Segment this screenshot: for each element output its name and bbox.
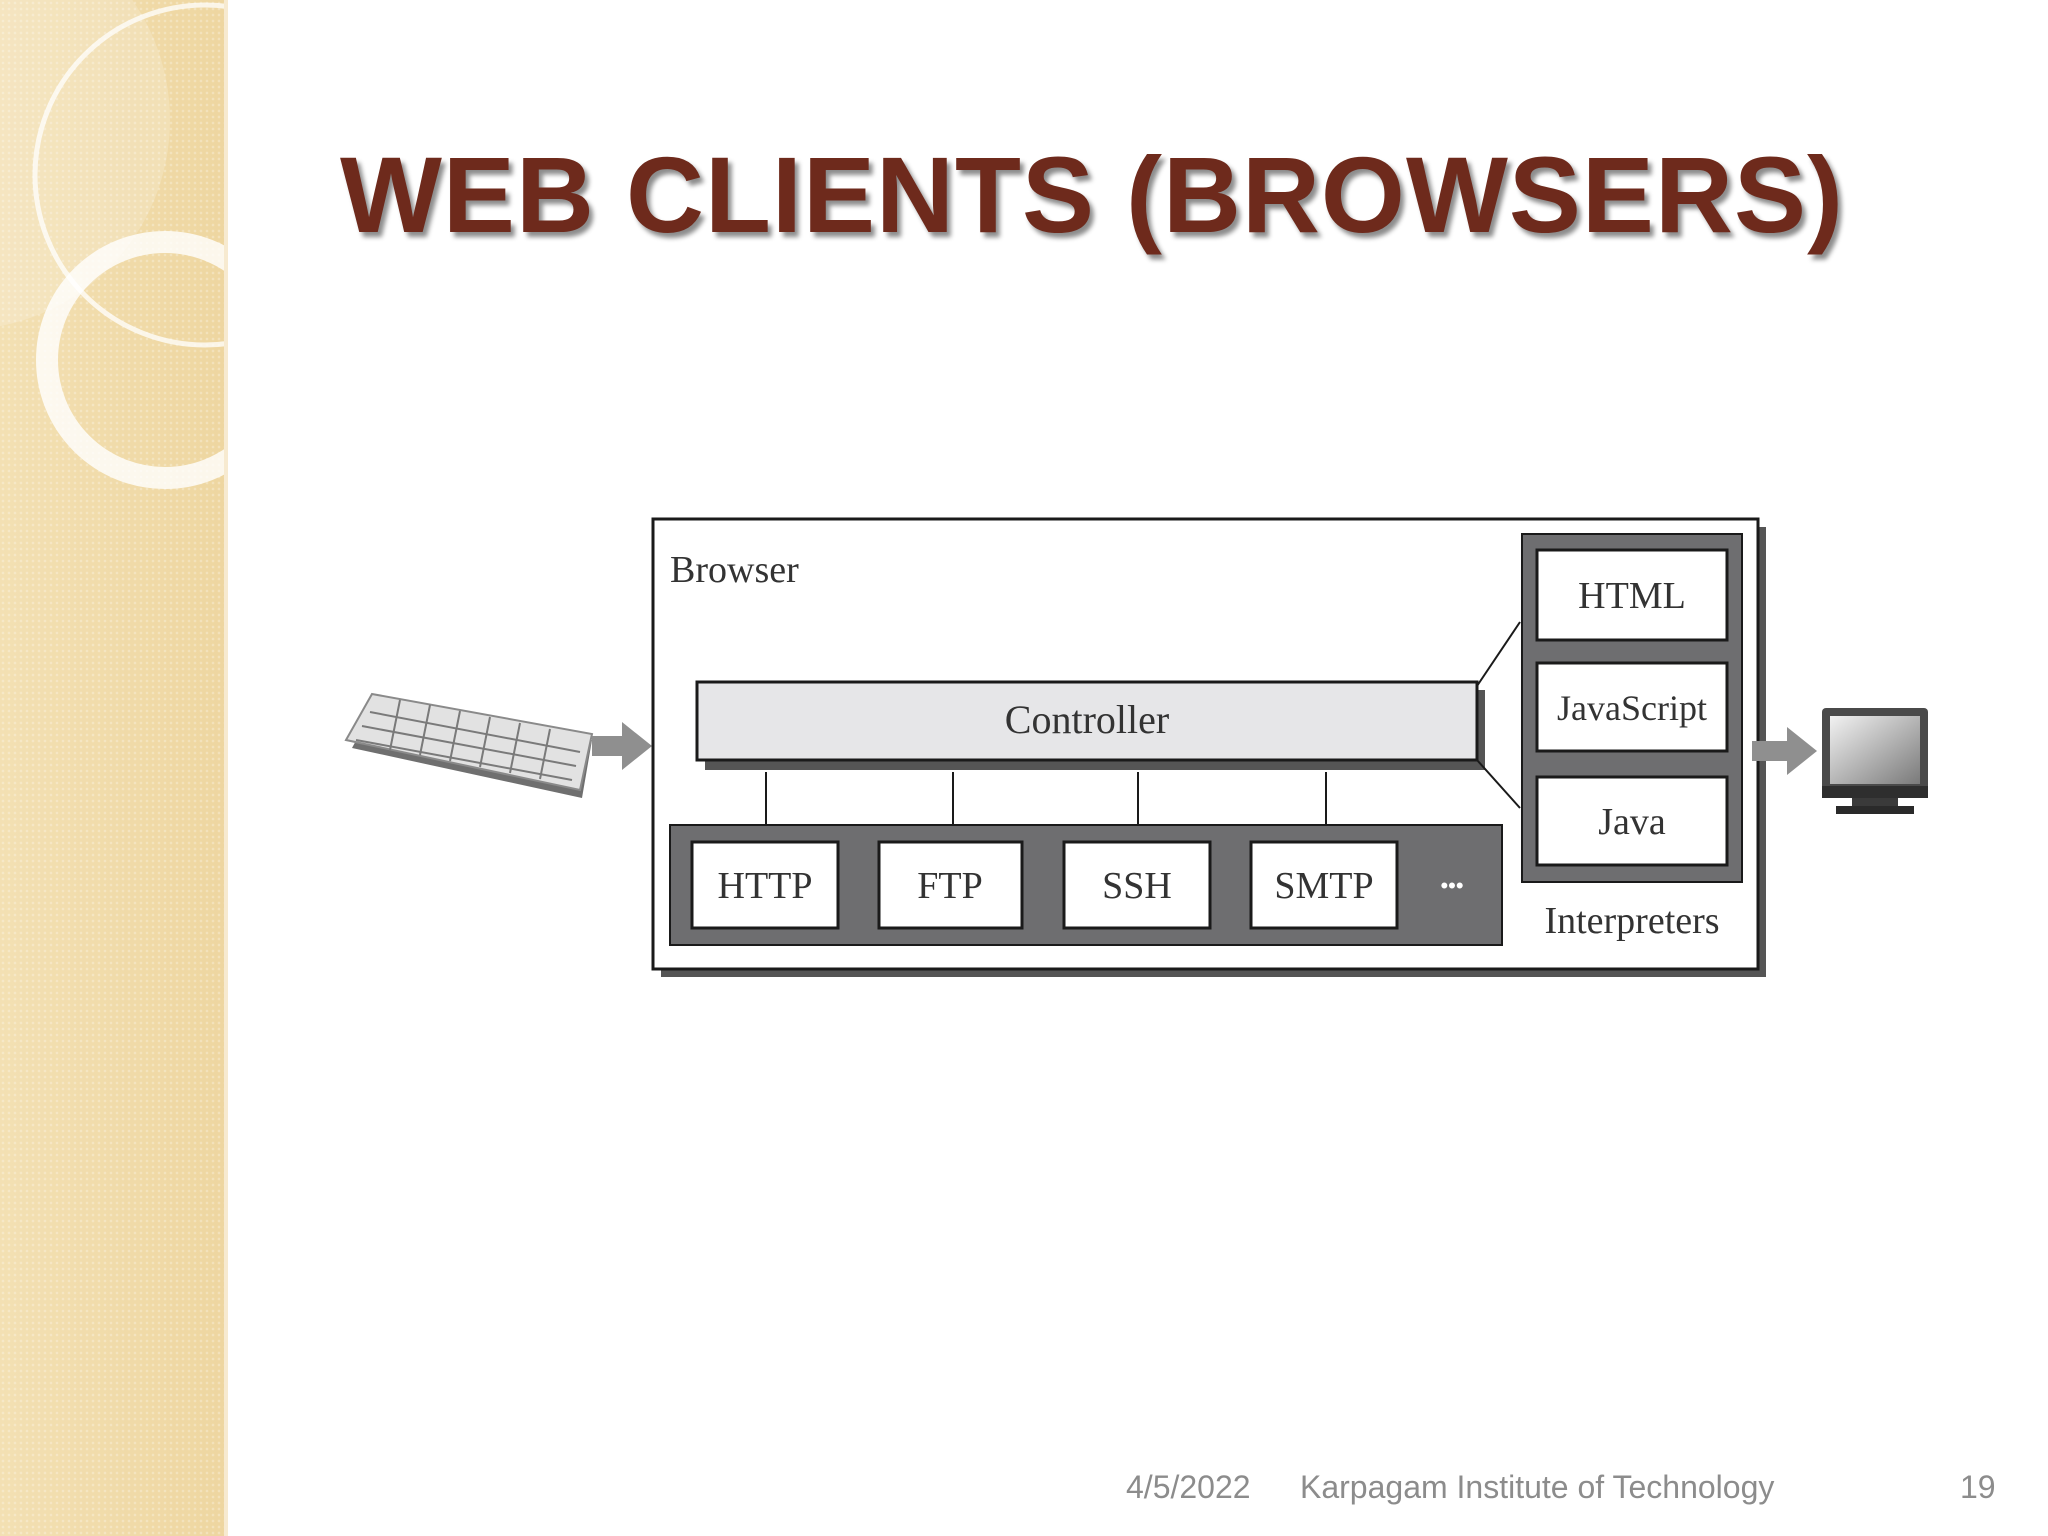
protocol-http: HTTP [690,840,840,930]
protocol-ftp-label: FTP [917,865,982,907]
interpreters-label: Interpreters [1544,900,1719,942]
protocol-ftp: FTP [877,840,1024,930]
slide-title: WEB CLIENTS (BROWSERS) [340,134,1844,255]
protocol-ssh: SSH [1062,840,1212,930]
interpreter-javascript: JavaScript [1535,661,1729,753]
output-arrow [1752,727,1817,775]
footer-page-number: 19 [1960,1469,1996,1505]
sidebar-rings-decoration [0,0,228,489]
footer-date: 4/5/2022 [1126,1469,1251,1505]
interpreter-html-label: HTML [1578,575,1686,617]
keyboard-icon [344,692,594,798]
protocol-smtp: SMTP [1249,840,1399,930]
protocols-more-ellipsis: ••• [1440,873,1463,898]
monitor-icon [1822,708,1928,814]
interpreter-html: HTML [1535,548,1729,642]
browser-label: Browser [670,549,799,591]
protocol-smtp-label: SMTP [1274,865,1373,907]
interpreter-javascript-label: JavaScript [1557,688,1707,728]
controller-label: Controller [1005,697,1169,742]
controller-box [695,680,1479,762]
sidebar-edge [224,0,228,1536]
footer-institution: Karpagam Institute of Technology [1300,1469,1775,1505]
input-arrow [592,722,652,770]
interpreter-java: Java [1535,775,1729,867]
interpreter-connectors [1476,621,1521,809]
protocol-ssh-label: SSH [1102,865,1172,907]
interpreter-java-label: Java [1598,801,1666,843]
protocol-http-label: HTTP [718,865,813,907]
decorative-sidebar [0,0,228,1536]
